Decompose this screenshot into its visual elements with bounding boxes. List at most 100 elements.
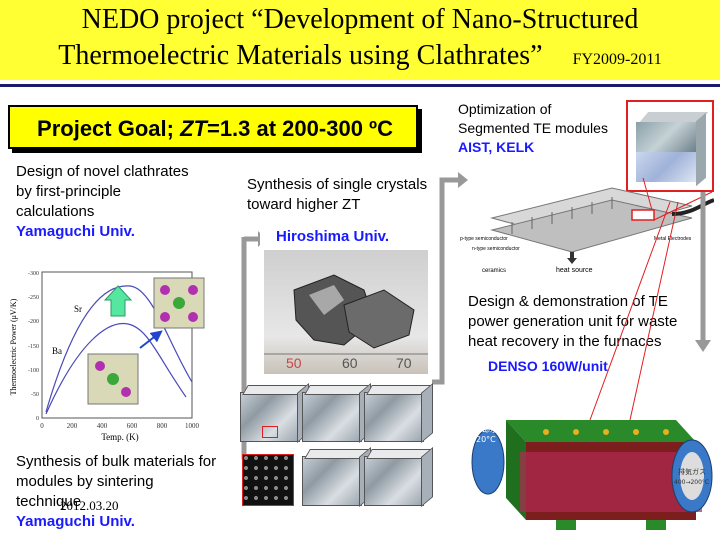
project-goal-text: Project Goal; ZT=1.3 at 200-300 ºC — [10, 116, 420, 142]
y-tick: -200 — [28, 319, 39, 325]
design-line: calculations — [16, 203, 95, 220]
segment-lower — [636, 152, 696, 182]
crystal-org: Hiroshima Univ. — [276, 228, 390, 245]
goal-suffix: =1.3 at 200-300 ºC — [206, 116, 393, 141]
segmented-module-highlight — [626, 100, 714, 192]
design-org: Yamaguchi Univ. — [16, 223, 135, 240]
optimization-line: Segmented TE modules — [458, 120, 608, 136]
inlet-flange — [471, 429, 505, 495]
single-crystal-photo: 50 60 70 — [264, 250, 428, 374]
design-line: Design of novel clathrates — [16, 163, 189, 180]
series-sr-label: Sr — [74, 304, 82, 314]
arrowhead-icon — [258, 231, 260, 247]
bulk-line: technique — [16, 493, 82, 510]
coolant-temp: 20°C — [476, 435, 496, 444]
project-goal-box: Project Goal; ZT=1.3 at 200-300 ºC — [8, 105, 418, 149]
bulk-sample-cube — [302, 392, 362, 442]
y-tick: -250 — [28, 295, 39, 301]
bulk-sample-cube — [240, 392, 300, 442]
demo-line: heat recovery in the furnaces — [468, 333, 662, 350]
bulk-sample-cube — [302, 456, 362, 506]
ruler-mark: 70 — [396, 355, 412, 371]
crystal-shape-icon — [343, 289, 415, 349]
bulk-synthesis-description: Synthesis of bulk materials for modules … — [16, 452, 216, 532]
guest-atom-icon — [107, 373, 119, 385]
slide-date: 2012.03.20 — [60, 498, 119, 513]
graph-xlabel: Temp. (K) — [101, 432, 138, 442]
crystal-synthesis-description: Synthesis of single crystals toward high… — [247, 175, 427, 215]
ba-curve — [45, 322, 187, 415]
segment-upper — [636, 122, 696, 152]
cage-atom-icon — [95, 361, 105, 371]
x-tick: 200 — [67, 422, 78, 430]
design-line: by first-principle — [16, 183, 122, 200]
graph-frame — [41, 271, 193, 419]
series-ba-label: Ba — [52, 346, 62, 356]
te-generation-unit-diagram: 冷却水 20°C 排気ガス 400→200°C — [471, 420, 713, 530]
ceramics-label: ceramics — [482, 268, 506, 274]
thermopower-graph: Thermoelectric Power (μV/K) Temp. (K) 0 … — [8, 262, 208, 442]
coolant-label: 冷却水 — [474, 424, 498, 434]
improvement-arrow-icon — [103, 285, 133, 317]
x-tick: 1000 — [185, 422, 200, 430]
x-tick: 400 — [97, 422, 108, 430]
x-tick: 0 — [40, 422, 44, 430]
guest-atom-icon — [173, 297, 185, 309]
exhaust-temp: 400→200°C — [674, 479, 709, 486]
title-line-2-text: Thermoelectric Materials using Clathrate… — [58, 40, 543, 71]
y-tick: -150 — [28, 344, 39, 350]
x-tick: 600 — [127, 422, 138, 430]
title-line-2: Thermoelectric Materials using Clathrate… — [0, 40, 720, 72]
sr-curve — [45, 285, 193, 413]
optimization-org: AIST, KELK — [458, 139, 535, 155]
title-banner — [0, 0, 720, 80]
te-module-diagram: p-type semiconductor n-type semiconducto… — [460, 178, 714, 274]
graph-y-ticks: -300 -250 -200 -150 -100 -50 0 — [28, 271, 39, 422]
cage-atom-icon — [188, 285, 198, 295]
bolt-icon — [573, 429, 579, 435]
outlet-opening — [680, 452, 704, 500]
blue-arrow-icon — [139, 330, 163, 349]
bolt-icon — [603, 429, 609, 435]
arrowhead-icon — [695, 340, 711, 352]
y-tick: -50 — [31, 392, 39, 398]
segment-highlight-box — [631, 209, 655, 221]
n-type-label: n-type semiconductor — [472, 246, 520, 252]
flow-arrows-middle — [432, 172, 468, 385]
crystal-facet-icon — [309, 285, 344, 315]
flow-arrow-right — [695, 192, 711, 352]
bulk-org: Yamaguchi Univ. — [16, 513, 135, 530]
sintered-bulk-samples — [240, 368, 436, 518]
microstructure-zoom — [242, 454, 294, 506]
bulk-line: modules by sintering — [16, 473, 154, 490]
bulk-sample-cube — [364, 456, 424, 506]
bolt-icon — [663, 429, 669, 435]
exhaust-label: 排気ガス — [678, 467, 706, 476]
graph-ylabel: Thermoelectric Power (μV/K) — [9, 298, 18, 395]
heat-arrow-icon — [567, 252, 577, 264]
zoom-highlight-box — [262, 426, 278, 438]
callout-line — [629, 201, 679, 421]
header-divider — [0, 84, 720, 87]
demo-org: DENSO 160W/unit — [488, 358, 608, 374]
unit-leg — [646, 520, 666, 530]
goal-prefix: Project Goal; — [37, 116, 181, 141]
optimization-description: Optimization of Segmented TE modules AIS… — [458, 100, 608, 157]
unit-bolts — [543, 429, 669, 435]
segment-side-face — [696, 112, 706, 187]
te-module-panel — [520, 452, 702, 512]
connector-to-module — [432, 177, 460, 385]
arrowhead-icon — [458, 172, 468, 188]
y-tick: 0 — [36, 416, 39, 422]
title-line-1: NEDO project “Development of Nano-Struct… — [81, 4, 639, 35]
goal-zt: ZT — [180, 116, 207, 141]
crystal-line: Synthesis of single crystals — [247, 176, 428, 193]
y-tick: -300 — [28, 271, 39, 277]
project-period: FY2009-2011 — [572, 51, 662, 68]
design-description: Design of novel clathrates by first-prin… — [16, 162, 189, 242]
module-legs — [511, 197, 613, 234]
unit-top-frame — [506, 420, 696, 442]
cage-atom-icon — [121, 387, 131, 397]
heat-source-label: heat source — [556, 267, 593, 274]
y-tick: -100 — [28, 368, 39, 374]
